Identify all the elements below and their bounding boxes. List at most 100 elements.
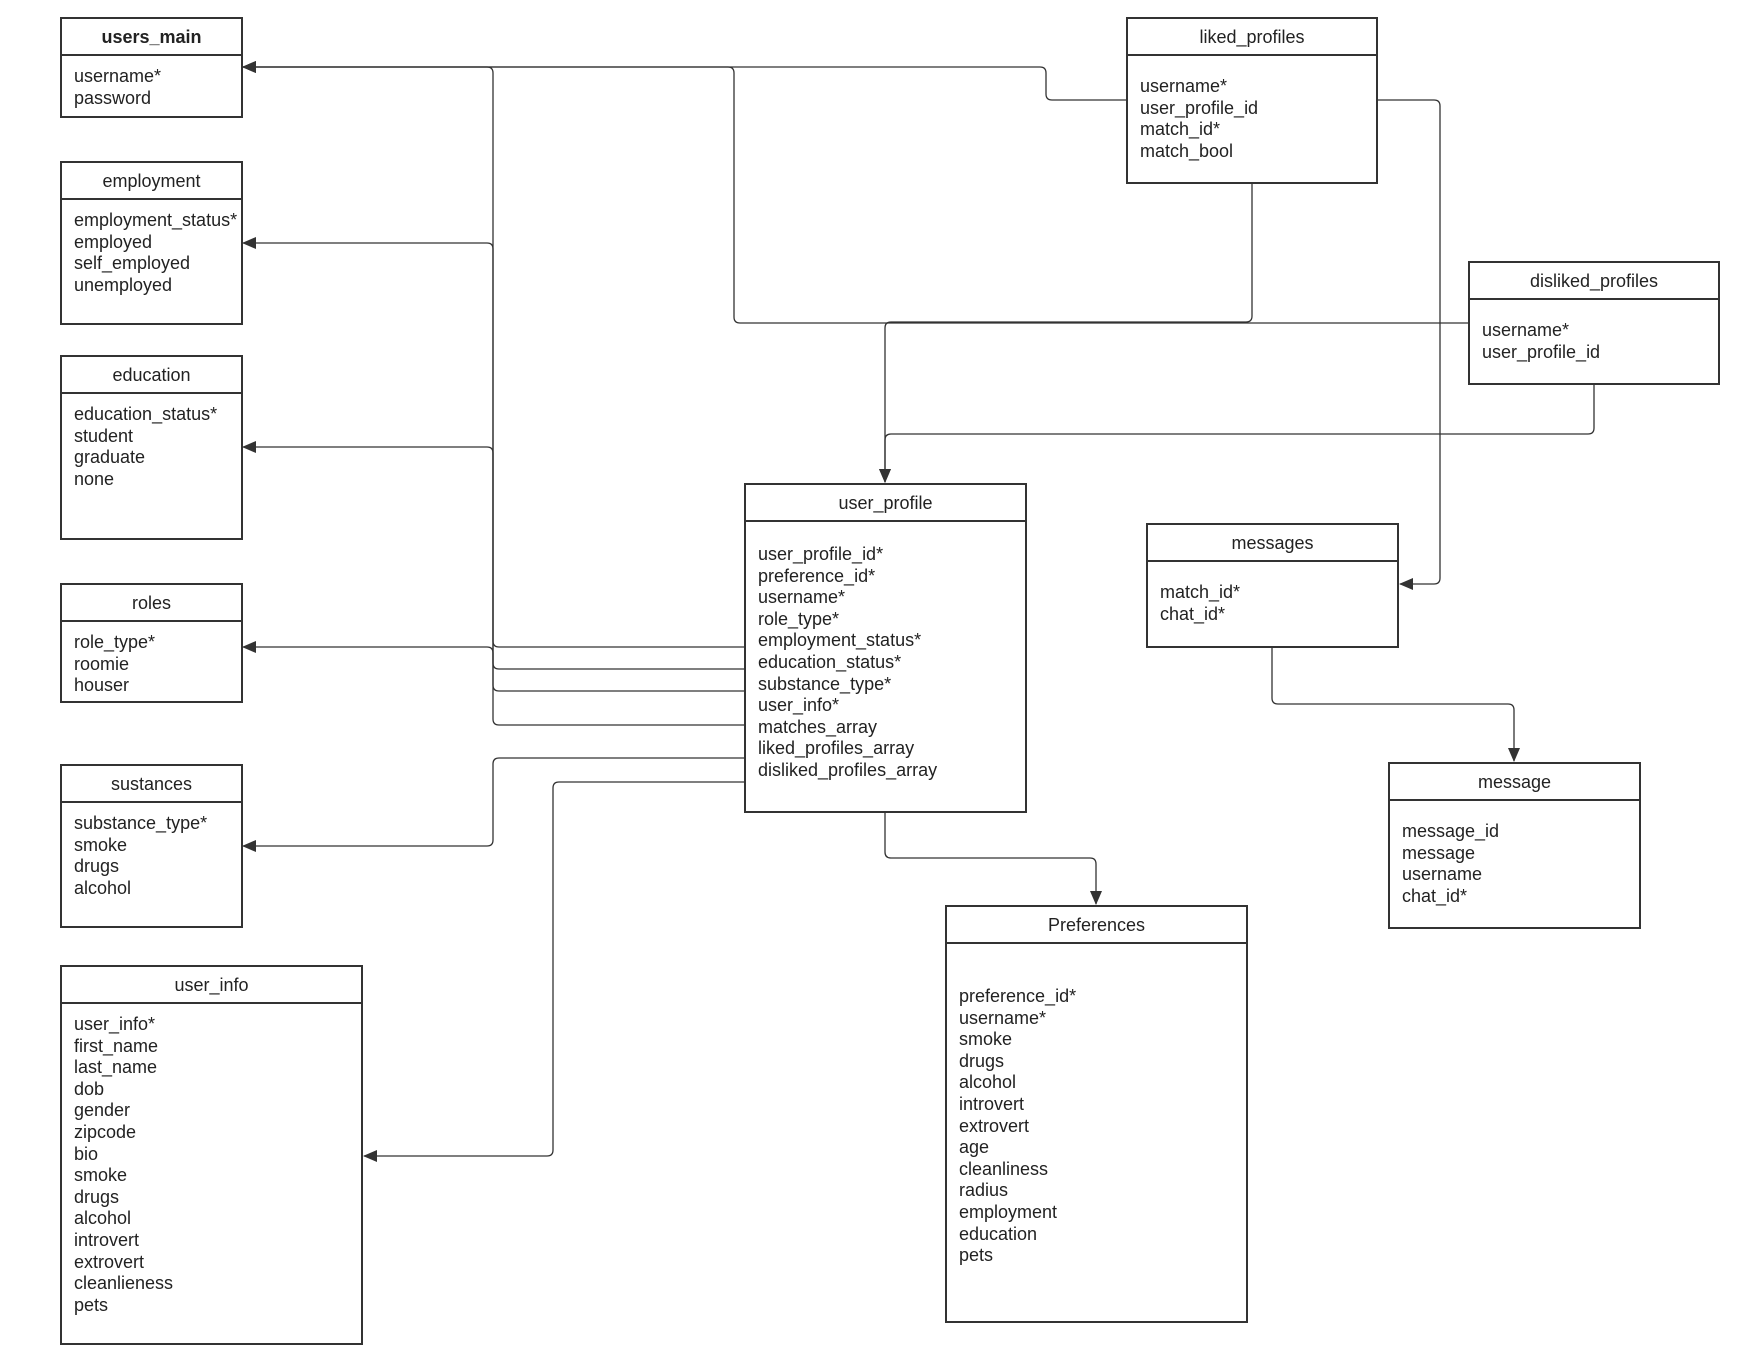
entity-field: zipcode: [74, 1121, 137, 1142]
entity-field: cleanliness: [959, 1158, 1049, 1179]
entity-field: houser: [74, 675, 130, 696]
entity-field: username*: [74, 66, 162, 86]
entity-title: liked_profiles: [1128, 19, 1376, 56]
entity-field: alcohol: [74, 877, 132, 898]
entity-field: alcohol: [74, 1208, 132, 1229]
entity-field: user_profile_id: [1140, 97, 1259, 118]
entity-fields: user_profile_id*preference_id*username*r…: [746, 522, 1025, 782]
entity-fields: match_id*chat_id*: [1148, 562, 1397, 625]
entity-field: user_info*: [74, 1014, 156, 1034]
entity-field: introvert: [74, 1229, 140, 1250]
entity-field: password: [74, 87, 152, 108]
connector-messages-to-message: [1271, 648, 1520, 762]
connector-user-profile-to-sustances: [242, 757, 744, 852]
entity-field: username*: [959, 1007, 1047, 1028]
connector-disliked-profiles-to-user-profile: [879, 385, 1595, 483]
entity-field: age: [959, 1137, 990, 1158]
entity-field: role_type*: [74, 632, 156, 652]
entity-field: liked_profiles_array: [758, 738, 915, 759]
entity-title: message: [1390, 764, 1639, 801]
entity-field: smoke: [74, 1165, 128, 1186]
connector-user-profile-to-roles: [242, 641, 744, 726]
entity-field: drugs: [74, 1186, 120, 1207]
entity-title: employment: [62, 163, 241, 200]
entity-field: chat_id*: [1160, 603, 1226, 624]
connector-user-profile-to-preferences: [884, 813, 1102, 905]
connector-liked-profiles-to-users-main: [242, 61, 1126, 101]
entity-field: username*: [1482, 320, 1570, 340]
entity-field: match_id*: [1160, 582, 1241, 602]
entity-field: education_status*: [758, 651, 902, 672]
entity-field: introvert: [959, 1093, 1025, 1114]
entity-title: sustances: [62, 766, 241, 803]
entity-field: first_name: [74, 1035, 159, 1056]
entity-field: drugs: [74, 856, 120, 877]
entity-field: role_type*: [758, 608, 840, 629]
entity-field: drugs: [959, 1050, 1005, 1071]
entity-field: smoke: [74, 834, 128, 855]
entity-field: student: [74, 425, 134, 446]
entity-title: users_main: [62, 19, 241, 56]
entity-field: substance_type*: [758, 673, 892, 694]
entity-field: smoke: [959, 1029, 1013, 1050]
entity-fields: username*password: [62, 56, 241, 109]
entity-fields: username*user_profile_id: [1470, 300, 1718, 363]
entity-title: disliked_profiles: [1470, 263, 1718, 300]
entity-field: username*: [758, 587, 846, 608]
entity-field: match_bool: [1140, 140, 1234, 161]
entity-field: message: [1402, 842, 1476, 863]
entity-title: education: [62, 357, 241, 394]
entity-field: education_status*: [74, 404, 218, 424]
entity-field: preference_id*: [959, 986, 1077, 1006]
entity-field: user_profile_id: [1482, 341, 1601, 362]
connector-liked-profiles-to-messages: [1378, 99, 1441, 590]
entity-field: employment: [959, 1201, 1058, 1222]
entity-field: roomie: [74, 653, 130, 674]
entity-title: messages: [1148, 525, 1397, 562]
entity-field: employed: [74, 231, 153, 252]
entity-field: extrovert: [74, 1251, 145, 1272]
entity-title: user_info: [62, 967, 361, 1004]
entity-field: disliked_profiles_array: [758, 759, 938, 780]
entity-field: match_id*: [1140, 119, 1221, 140]
entity-field: employment_status*: [74, 210, 238, 230]
connector-user-profile-to-education: [242, 441, 744, 692]
entity-field: unemployed: [74, 274, 173, 295]
entity-field: last_name: [74, 1057, 158, 1078]
entity-field: cleanlieness: [74, 1273, 174, 1294]
entity-field: education: [959, 1223, 1038, 1244]
entity-field: pets: [74, 1294, 109, 1315]
entity-field: alcohol: [959, 1072, 1017, 1093]
entity-field: username*: [1140, 76, 1228, 96]
entity-field: graduate: [74, 447, 146, 468]
entity-field: matches_array: [758, 716, 878, 737]
entity-field: none: [74, 468, 115, 489]
entity-field: extrovert: [959, 1115, 1030, 1136]
connector-user-profile-to-user-info: [363, 781, 744, 1162]
entity-field: user_profile_id*: [758, 544, 884, 564]
entity-field: radius: [959, 1180, 1009, 1201]
entity-field: username: [1402, 864, 1483, 885]
entity-field: self_employed: [74, 253, 191, 274]
entity-field: substance_type*: [74, 813, 208, 833]
entity-field: pets: [959, 1245, 994, 1266]
